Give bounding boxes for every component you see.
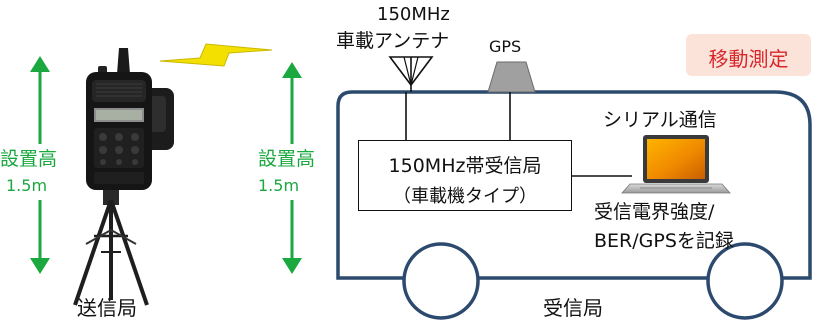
radio-wave-icon xyxy=(159,43,273,67)
badge-label: 移動測定 xyxy=(708,47,789,71)
front-wheel xyxy=(402,242,480,320)
laptop-icon xyxy=(621,135,731,194)
receiver-height-arrow xyxy=(282,62,302,274)
vehicle-antenna-icon xyxy=(388,56,434,140)
receiver-station-label: 受信局 xyxy=(543,296,603,320)
transmitter-height-label: 設置高 xyxy=(0,148,58,170)
record-label-line1: 受信電界強度/ xyxy=(594,201,715,223)
receiver-height-value: 1.5m xyxy=(258,176,300,195)
transmitter-height-arrow xyxy=(30,56,50,274)
receiver-height-label: 設置高 xyxy=(258,148,316,170)
antenna-frequency-label: 150MHz xyxy=(377,4,450,25)
transmitter-height-value: 1.5m xyxy=(6,176,48,195)
handheld-radio-icon xyxy=(86,48,174,190)
tripod-icon xyxy=(73,183,149,306)
receiver-unit-title: 150MHz帯受信局 xyxy=(388,155,542,177)
transmitter-label: 送信局 xyxy=(77,296,137,320)
mobile-measurement-badge: 移動測定 xyxy=(686,34,811,76)
receiver-unit-box: 150MHz帯受信局 （車載機タイプ） xyxy=(358,140,572,211)
antenna-label: 車載アンテナ xyxy=(336,30,450,52)
receiver-unit-subtitle: （車載機タイプ） xyxy=(393,186,537,207)
gps-label: GPS xyxy=(489,37,522,56)
gps-antenna-icon xyxy=(487,61,536,140)
rear-wheel xyxy=(706,242,784,320)
serial-comm-label: シリアル通信 xyxy=(603,109,717,131)
record-label-line2: BER/GPSを記録 xyxy=(594,230,734,252)
